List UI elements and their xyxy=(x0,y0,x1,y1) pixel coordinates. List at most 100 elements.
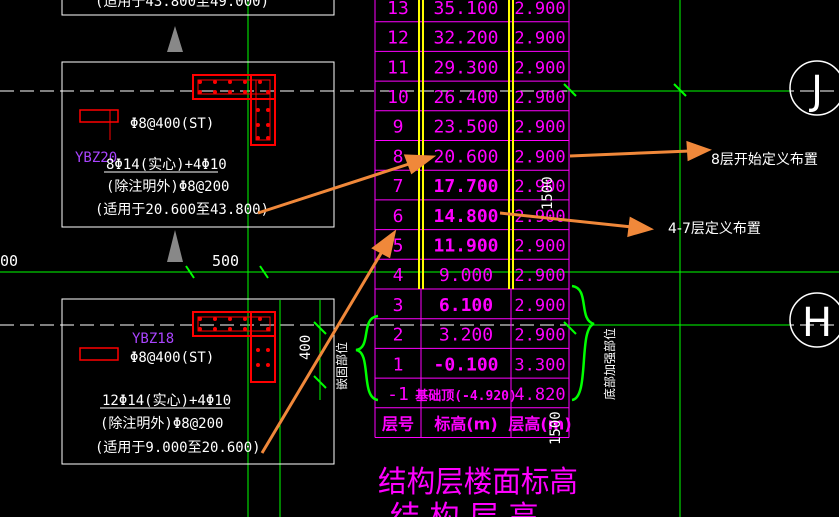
floor-number: 10 xyxy=(387,87,409,108)
arrow-1-shaft xyxy=(257,161,413,215)
floor-number: 7 xyxy=(393,176,404,197)
column-section-1-top xyxy=(192,74,276,100)
rebar-detail-2 xyxy=(79,347,119,361)
section-marker-1 xyxy=(167,26,183,52)
arrow-4-head xyxy=(627,216,655,238)
floor-height: 2.900 xyxy=(514,118,565,138)
table-header-cell: 层高(m) xyxy=(508,415,571,434)
floor-number: 11 xyxy=(387,57,409,78)
floor-elevation: 基础顶(-4.920) xyxy=(414,388,517,404)
floor-number: 6 xyxy=(393,206,404,227)
block1-rebar: 8Φ14(实心)+4Φ10 xyxy=(106,157,227,173)
column-stirrup-2 xyxy=(197,316,271,332)
wall-section-block-2 xyxy=(61,298,335,465)
floor-height: 2.900 xyxy=(514,326,565,346)
arrow-1-head xyxy=(403,154,437,175)
dim-tick-4 xyxy=(313,375,327,389)
section-marker-2 xyxy=(167,230,183,262)
dim-tick-3 xyxy=(313,321,327,335)
floor-number: 4 xyxy=(393,265,404,286)
axis-label-h: H xyxy=(802,300,832,346)
arrow-3-shaft xyxy=(569,149,691,158)
dim-1500-b: 1500 xyxy=(548,411,564,445)
floor-height: 2.900 xyxy=(514,177,565,197)
floor-number: 2 xyxy=(393,325,404,346)
block1-label: YBZ20 xyxy=(75,150,117,166)
column-section-2-top xyxy=(192,311,276,337)
floor-height: 2.900 xyxy=(514,58,565,78)
floor-number: 12 xyxy=(387,28,409,49)
annotation-8f: 8层开始定义布置 xyxy=(711,152,818,168)
arrow-2-head xyxy=(371,229,397,259)
dim-00: 00 xyxy=(0,252,18,270)
rebar-detail-1 xyxy=(79,109,119,123)
floor-number: -1 xyxy=(387,384,409,405)
block1-note1: (除注明外)Φ8@200 xyxy=(106,179,229,195)
arrow-2-shaft xyxy=(260,249,385,454)
dim-1500-a: 1500 xyxy=(540,176,556,210)
block2-note1: (除注明外)Φ8@200 xyxy=(100,416,223,432)
floor-height: 2.900 xyxy=(514,266,565,286)
floor-height: 2.900 xyxy=(514,0,565,19)
column-section-1-leg xyxy=(250,74,276,146)
block1-note2: (适用于20.600至43.800) xyxy=(95,202,269,218)
floor-height: 2.900 xyxy=(514,296,565,316)
floor-height: 4.820 xyxy=(514,385,565,405)
block-top-note: (适用于43.800至49.000) xyxy=(95,0,269,10)
table-caption: 结构层楼面标高 xyxy=(378,465,578,500)
floor-elevation: 11.900 xyxy=(433,235,498,256)
floor-height: 2.900 xyxy=(514,88,565,108)
block-top xyxy=(61,0,335,16)
vertical-note-1: 嵌固部位 xyxy=(334,342,349,390)
arrow-4-shaft xyxy=(499,211,633,229)
table-caption-2: 结 构 层 高 xyxy=(390,500,539,517)
floor-number: 3 xyxy=(393,295,404,316)
floor-height: 2.900 xyxy=(514,236,565,256)
floor-elevation: 9.000 xyxy=(439,265,493,286)
dim-tick-1 xyxy=(185,265,195,279)
floor-height: 2.900 xyxy=(514,29,565,49)
dim-500: 500 xyxy=(212,252,239,270)
dim-400: 400 xyxy=(298,335,314,360)
floor-elevation: 14.800 xyxy=(433,206,498,227)
block2-note2: (适用于9.000至20.600) xyxy=(95,440,261,456)
floor-height: 2.900 xyxy=(514,147,565,167)
block2-label: YBZ18 xyxy=(132,331,174,347)
floor-elevation: 3.200 xyxy=(439,325,493,346)
arrow-3-head xyxy=(686,140,712,162)
bracket-right xyxy=(571,284,595,402)
block1-stirrup: Φ8@400(ST) xyxy=(130,116,214,132)
vertical-note-2: 底部加强部位 xyxy=(602,328,617,400)
floor-number: 9 xyxy=(393,117,404,138)
dim-tick-2 xyxy=(259,265,269,279)
table-header-cell: 层号 xyxy=(382,415,414,434)
floor-elevation: 20.600 xyxy=(433,146,498,167)
block2-rebar: 12Φ14(实心)+4Φ10 xyxy=(102,393,231,409)
floor-elevation: 35.100 xyxy=(433,0,498,19)
floor-elevation: 26.400 xyxy=(433,87,498,108)
floor-elevation: 32.200 xyxy=(433,28,498,49)
axis-label-j: J xyxy=(808,68,823,114)
dim-tick-6 xyxy=(563,83,577,97)
block2-stirrup: Φ8@400(ST) xyxy=(130,350,214,366)
floor-elevation: 6.100 xyxy=(439,295,493,316)
floor-number: 13 xyxy=(387,0,409,19)
floor-elevation: 29.300 xyxy=(433,57,498,78)
floor-number: 5 xyxy=(393,235,404,256)
floor-elevation: 17.700 xyxy=(433,176,498,197)
column-section-2-leg xyxy=(250,311,276,383)
floor-number: 8 xyxy=(393,146,404,167)
dim-tick-7 xyxy=(673,83,687,97)
annotation-4-7f: 4-7层定义布置 xyxy=(668,221,761,237)
floor-height: 3.300 xyxy=(514,355,565,375)
floor-number: 1 xyxy=(393,354,404,375)
dim-tick-5 xyxy=(563,321,577,335)
floor-elevation: -0.100 xyxy=(433,354,498,375)
table-header-cell: 标高(m) xyxy=(433,415,497,434)
wall-section-block-1 xyxy=(61,61,335,228)
floor-elevation: 23.500 xyxy=(433,117,498,138)
axis-circle-h xyxy=(789,292,839,348)
